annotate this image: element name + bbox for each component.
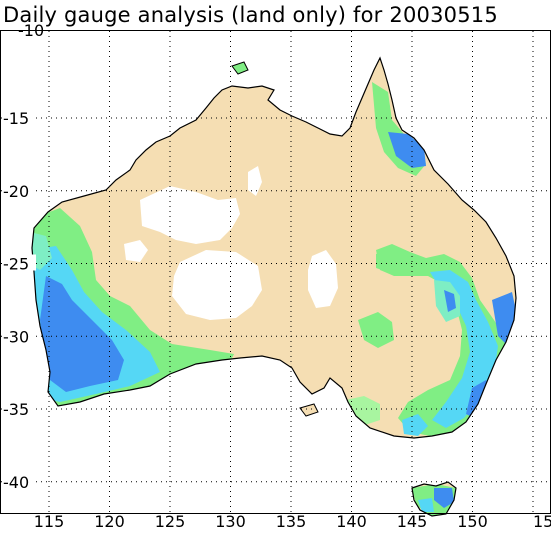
lat-label-bg [2,400,36,416]
lon-tick-label: 135 [276,512,307,531]
lat-label-bg [2,109,36,125]
longitude-labels: 115 120 125 130 135 140 145 150 155 [34,512,551,531]
graticule [1,31,550,513]
lat-tick-label: -35 [3,400,29,419]
lon-tick-label: 130 [215,512,246,531]
lat-tick-partial: -10 [18,21,44,40]
latitude-labels: -15 -20 -25 -30 -35 -40 [2,109,36,492]
lat-tick-label: -20 [3,182,29,201]
lon-tick-label: 115 [34,512,65,531]
lat-label-bg [2,327,36,344]
lon-tick-label: 150 [457,512,488,531]
map-title: Daily gauge analysis (land only) for 200… [3,3,498,27]
lat-tick-label: -40 [3,473,29,492]
lon-tick-label: 155 [533,512,551,531]
lon-tick-label: 140 [336,512,367,531]
island-melville [231,61,249,75]
lat-tick-label: -30 [3,327,29,346]
island-kangaroo [299,403,319,417]
lat-label-bg [2,181,36,198]
lon-tick-label: 125 [155,512,186,531]
tasmania-coastline [411,481,457,517]
lat-label-bg [2,254,36,271]
lat-tick-label: -25 [3,255,29,274]
lon-tick-label: 145 [397,512,428,531]
lat-label-bg [2,472,36,489]
lon-tick-label: 120 [94,512,125,531]
australia-coastline [31,56,517,439]
lat-tick-label: -15 [3,109,29,128]
